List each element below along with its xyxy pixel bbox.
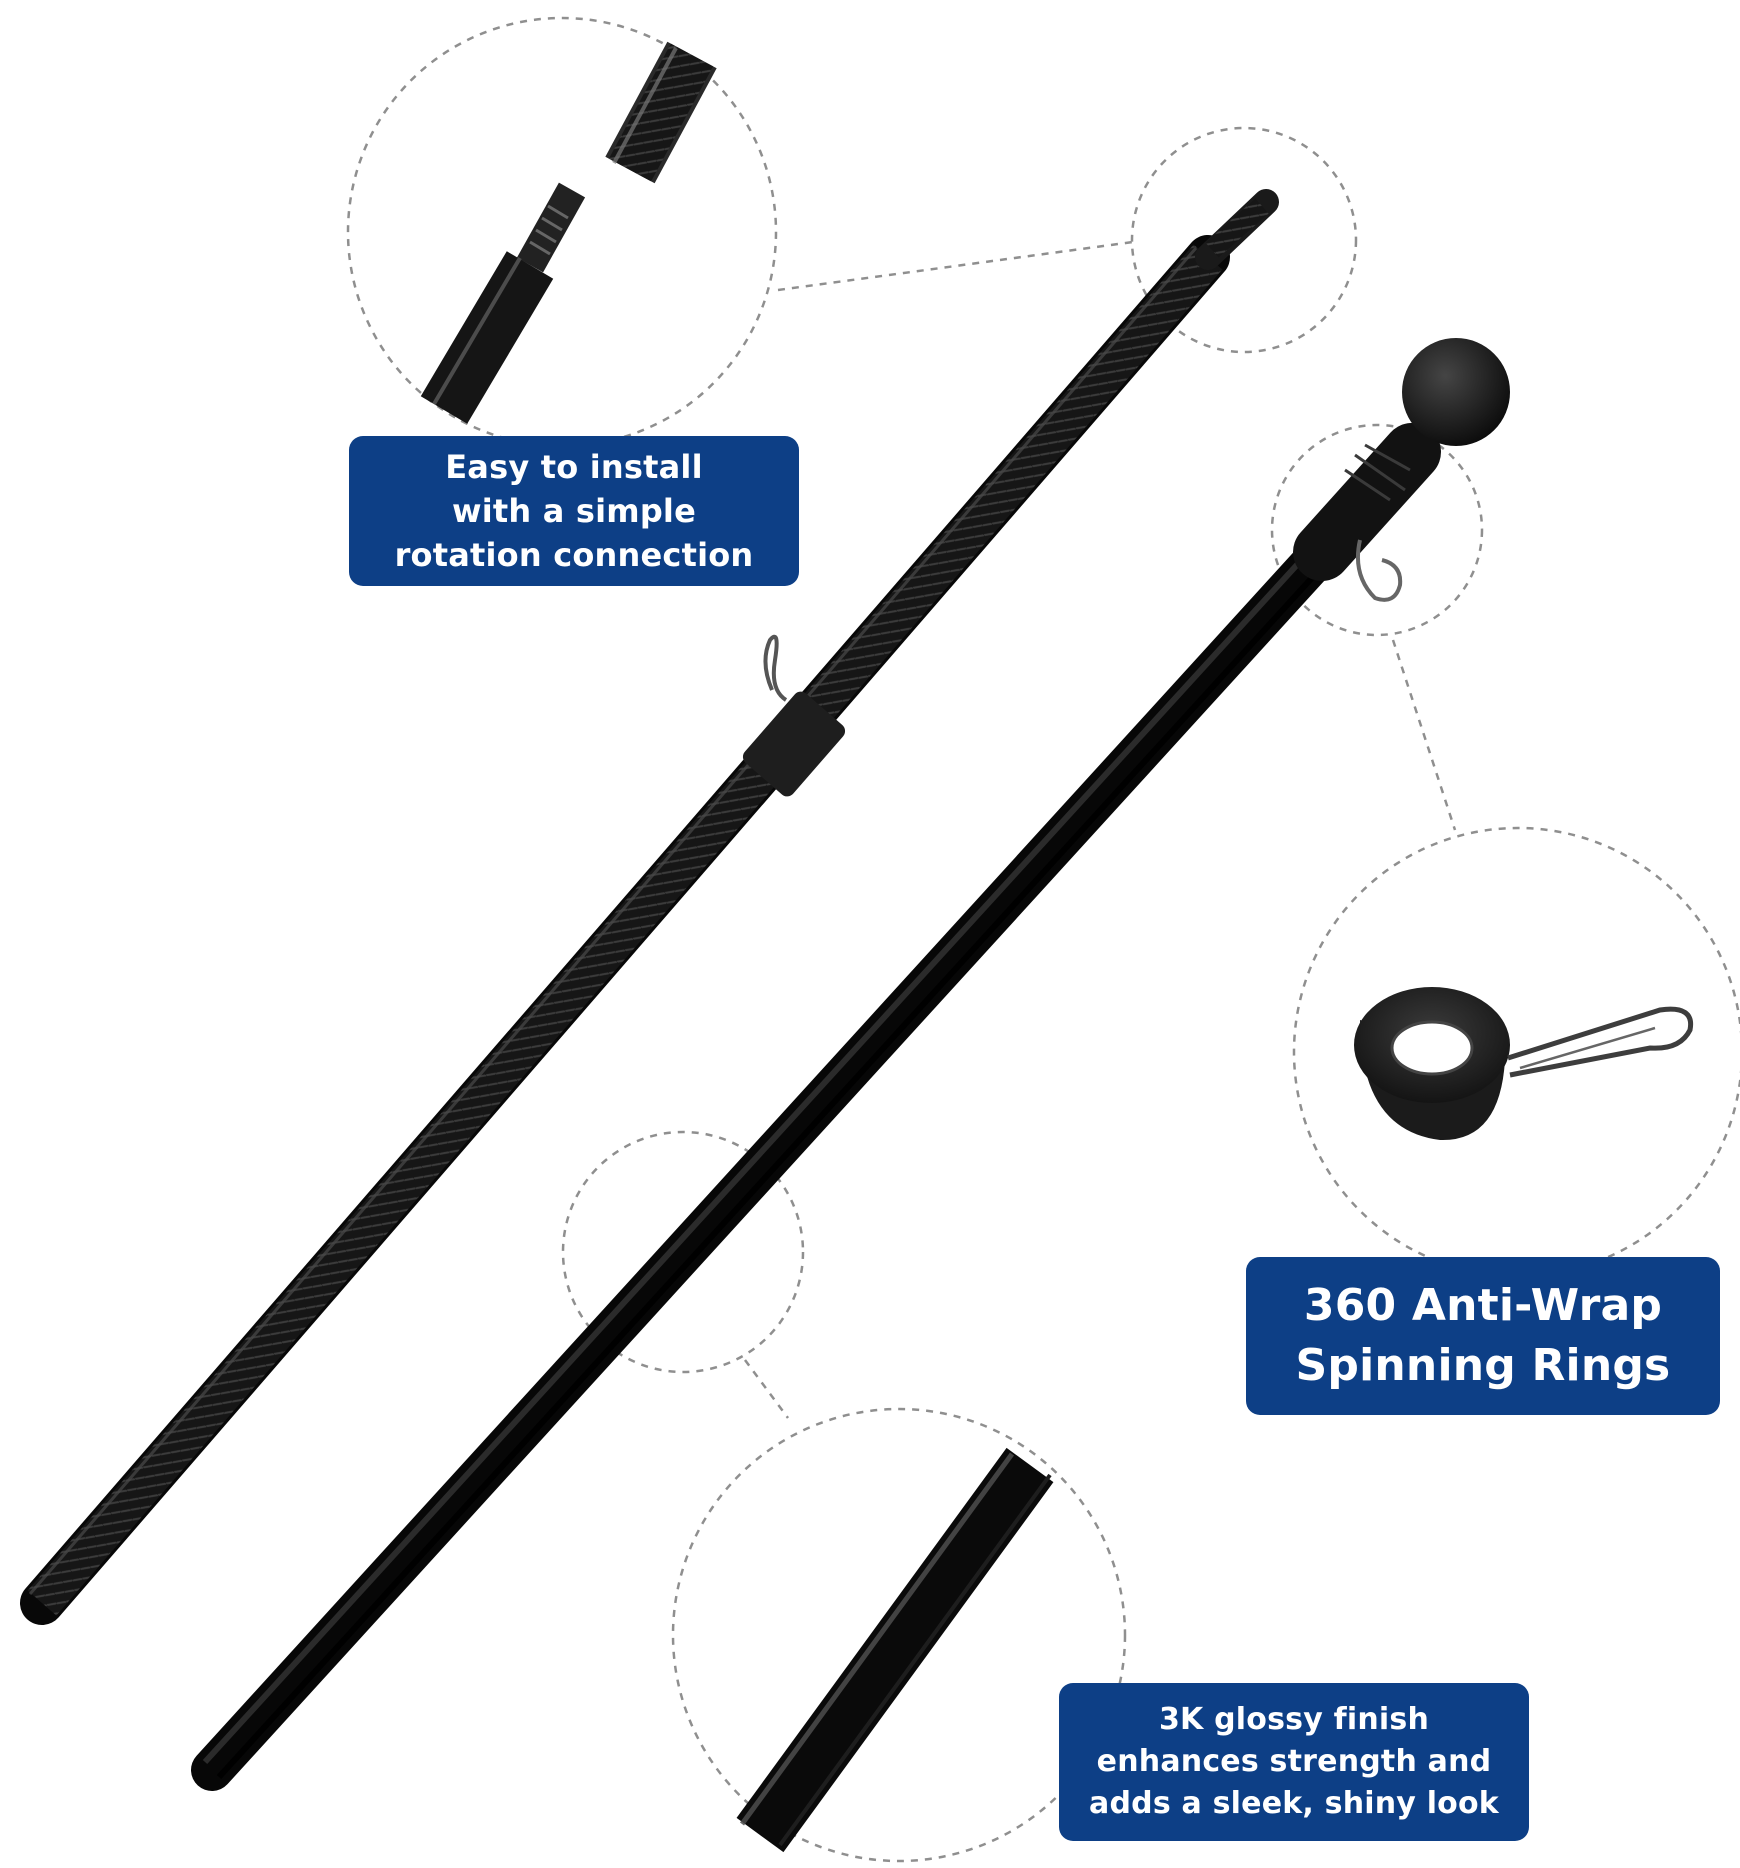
callout-circle-pole-tip	[1130, 126, 1358, 354]
left-flag-pole	[20, 189, 1279, 1625]
rings-line-1: 360 Anti-Wrap	[1303, 1280, 1663, 1331]
finish-line-1: 3K glossy finish	[1158, 1702, 1430, 1737]
right-flag-pole	[191, 338, 1510, 1791]
callout-circles	[346, 16, 1740, 1863]
callout-circle-surface	[561, 1130, 805, 1374]
spinning-ring-detail	[1354, 987, 1694, 1141]
pole-ball-finial	[1402, 338, 1510, 446]
finish-line-2: enhances strength and	[1096, 1744, 1492, 1779]
connector-lines	[743, 240, 1457, 1419]
install-line-3: rotation connection	[394, 536, 754, 574]
finish-callout-label: 3K glossy finish enhances strength and a…	[1059, 1683, 1529, 1841]
callout-circle-ring-top	[1270, 423, 1484, 637]
finish-line-3: adds a sleek, shiny look	[1089, 1786, 1499, 1821]
connection-detail	[420, 41, 717, 424]
glossy-surface-detail	[736, 1447, 1054, 1853]
rings-callout-label: 360 Anti-Wrap Spinning Rings	[1246, 1257, 1720, 1415]
install-callout-label: Easy to install with a simple rotation c…	[349, 436, 799, 586]
rings-line-2: Spinning Rings	[1295, 1340, 1671, 1391]
install-line-2: with a simple	[451, 492, 697, 530]
install-line-1: Easy to install	[445, 448, 703, 486]
callout-circle-glossy	[671, 1407, 1127, 1863]
